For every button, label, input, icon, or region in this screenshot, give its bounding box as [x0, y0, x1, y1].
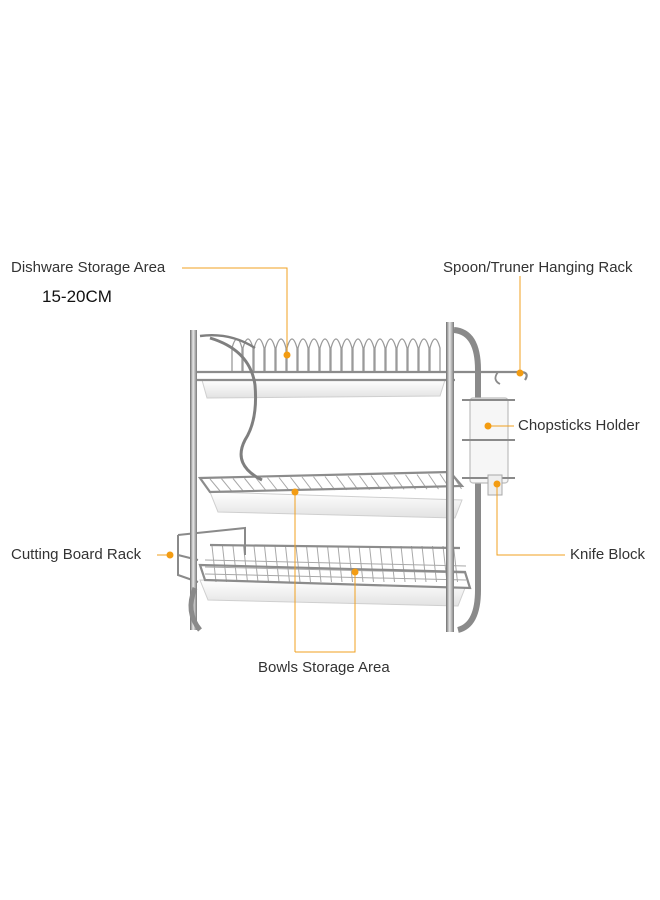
leader-spoon-dot: [516, 369, 524, 377]
bottom-basket-wire: [327, 545, 332, 583]
bottom-basket-wire: [264, 545, 269, 583]
leader-dishware-dot: [283, 351, 291, 359]
bottom-basket-wire: [337, 545, 343, 583]
mid-basket-wire: [301, 476, 313, 491]
basket-wires: [204, 473, 467, 583]
plate-tine: [429, 338, 441, 372]
bottom-basket-wire: [348, 545, 353, 583]
label-chopsticks-holder: Chopsticks Holder: [518, 417, 640, 434]
bottom-basket-crosswire: [204, 573, 467, 581]
bottom-basket-wire: [432, 545, 437, 583]
leader-bowls-dot: [291, 488, 299, 496]
label-dishware-storage-area: Dishware Storage Area: [11, 259, 166, 276]
mid-basket-wire: [244, 477, 255, 492]
bottom-basket-wire: [285, 545, 290, 583]
plate-tine: [396, 338, 408, 372]
plate-tine: [374, 338, 386, 372]
label-spoon-hanging-rack: Spoon/Truner Hanging Rack: [443, 259, 633, 276]
rails: [195, 370, 472, 590]
bottom-basket-wire: [316, 545, 322, 583]
mid-basket-wire: [267, 477, 278, 491]
leader-knife-block-dot: [493, 480, 501, 488]
mid-basket-wire: [324, 476, 336, 491]
dimension-note: 15-20CM: [42, 287, 112, 306]
mid-basket-wire: [290, 476, 301, 491]
bottom-basket-crosswire: [204, 566, 467, 574]
plate-tine: [352, 338, 364, 372]
bottom-basket-wire: [232, 545, 238, 583]
label-cutting-board-rack: Cutting Board Rack: [11, 546, 142, 563]
left-side-wave: [209, 336, 263, 482]
leader-cutting-board-dot: [166, 551, 174, 559]
mid-basket-wire: [255, 477, 267, 491]
plate-tine: [308, 338, 320, 372]
leader-bowls-dot-2: [351, 568, 359, 576]
mid-basket-wire: [232, 478, 244, 492]
label-knife-block: Knife Block: [570, 546, 646, 563]
plate-tine: [319, 338, 331, 372]
bottom-basket-wire: [453, 545, 458, 583]
bottom-basket-wire: [222, 545, 227, 583]
mid-basket-wire: [336, 475, 347, 491]
bottom-basket-wire: [253, 545, 259, 583]
mid-basket-wire: [278, 477, 290, 491]
plate-tine: [418, 338, 430, 372]
bottom-basket-wire: [400, 545, 406, 583]
leader-chopsticks-dot: [484, 422, 492, 430]
plate-tine: [363, 338, 375, 372]
plate-tine: [264, 338, 276, 372]
plate-tine: [341, 338, 353, 372]
side-accessories: [455, 370, 528, 496]
annotation-leaders: [157, 267, 565, 653]
leader-dishware: [182, 267, 288, 355]
bottom-basket-wire: [274, 545, 280, 583]
plate-tine: [385, 338, 397, 372]
bottom-basket-wire: [421, 545, 427, 583]
plate-tine: [330, 338, 342, 372]
leader-knife-block: [496, 484, 565, 556]
plate-tine: [407, 338, 419, 372]
plate-tines: [231, 338, 441, 372]
plate-tine: [275, 338, 287, 372]
left-side-upper: [199, 334, 256, 350]
mid-basket-wire: [313, 476, 324, 491]
plate-tine: [297, 338, 309, 372]
bottom-basket-wire: [411, 545, 416, 583]
plate-tine: [253, 338, 265, 372]
mid-basket-wire: [209, 478, 221, 492]
mid-basket-wire: [221, 478, 232, 492]
label-bowls-storage-area: Bowls Storage Area: [258, 659, 390, 676]
leader-bowls: [294, 492, 356, 653]
bottom-basket-crosswire: [204, 559, 467, 567]
bottom-basket-wire: [211, 545, 217, 583]
